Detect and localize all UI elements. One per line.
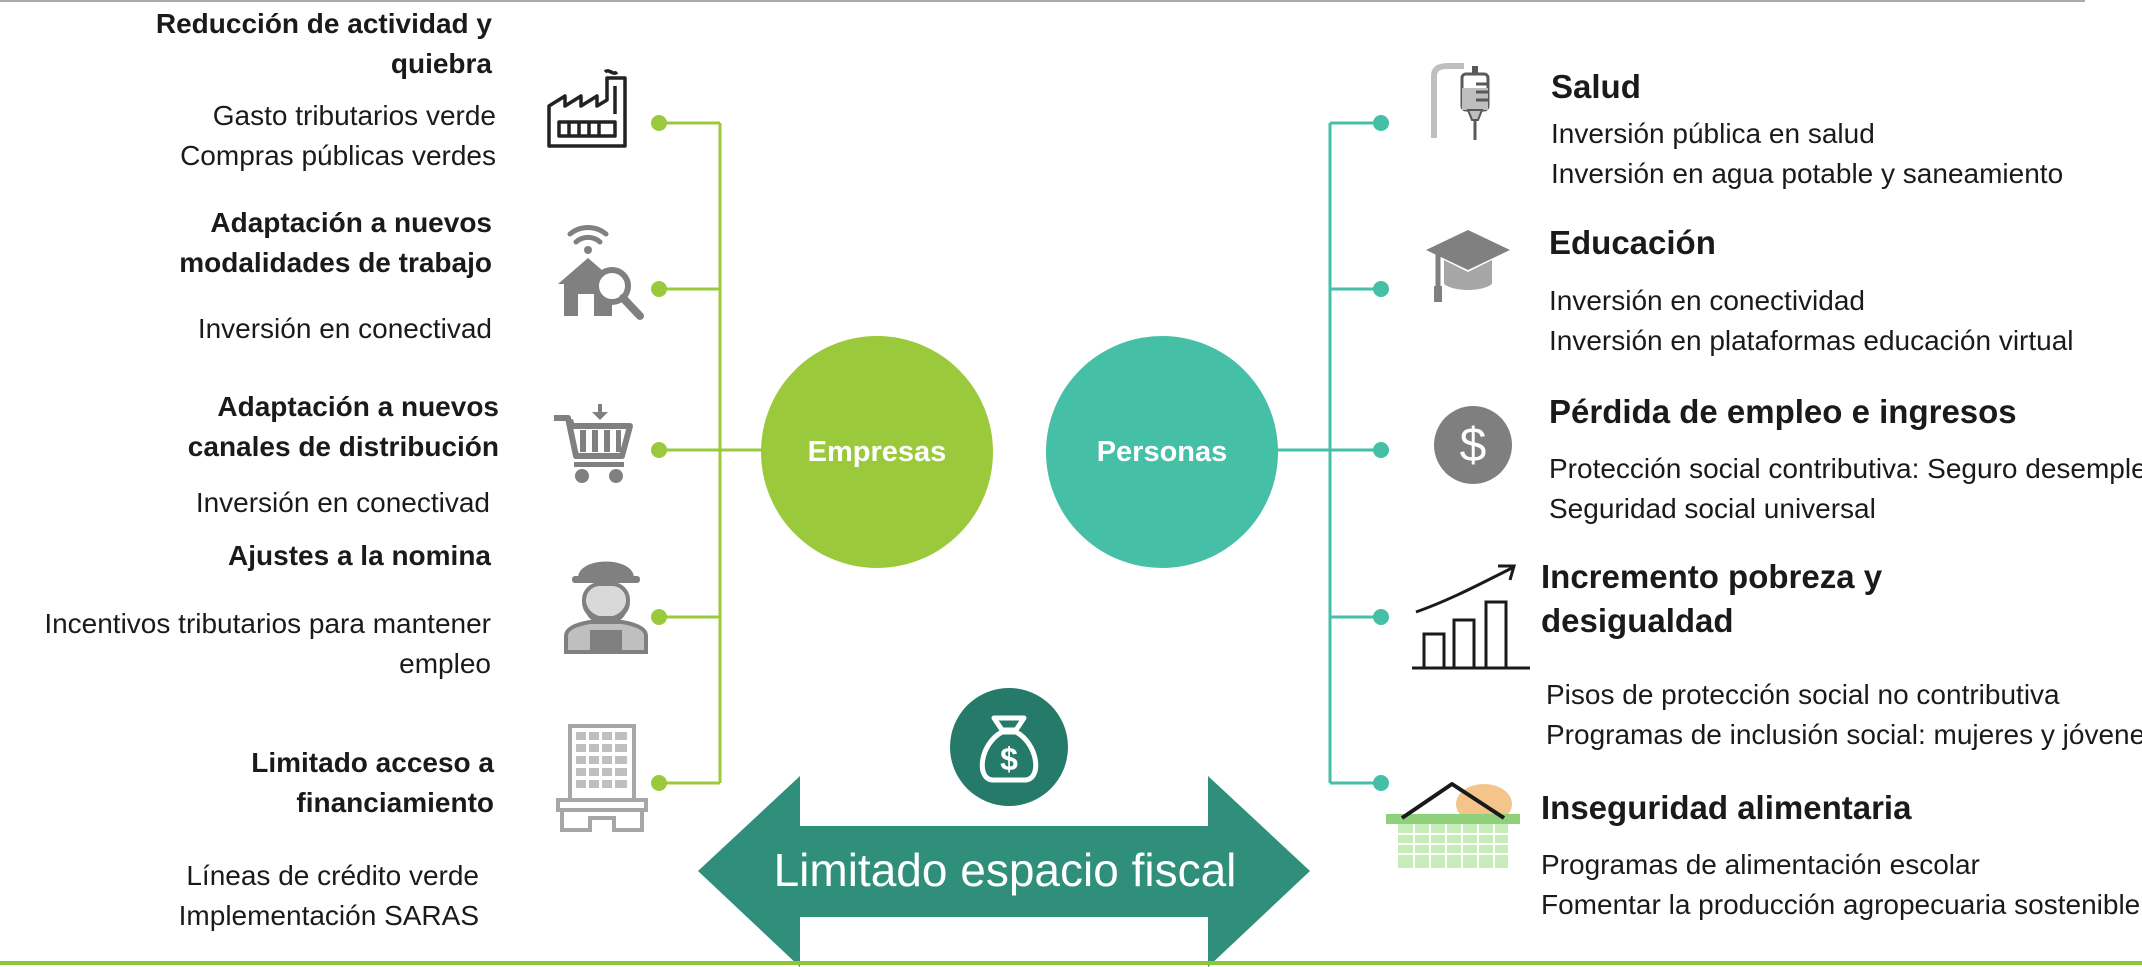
personas-item-5-measure-2: Fomentar la producción agropecuaria sost…	[1541, 889, 2141, 920]
worker-icon	[564, 561, 648, 654]
empresas-node-3	[651, 442, 667, 458]
personas-item-3-title: Pérdida de empleo e ingresos	[1549, 393, 2017, 430]
empresas-item-3-title-line-1: Adaptación a nuevos	[217, 391, 499, 422]
personas-node-3	[1373, 442, 1389, 458]
empresas-item-4-measures: Incentivos tributarios para mantener emp…	[0, 604, 491, 684]
empresas-node-2	[651, 281, 667, 297]
personas-item-4-title-line-2: desigualdad	[1541, 602, 1734, 639]
svg-text:$: $	[1000, 741, 1018, 777]
personas-item-1-measure-1: Inversión pública en salud	[1551, 118, 1875, 149]
bottom-rule	[0, 961, 2142, 965]
personas-item-2-measure-1: Inversión en conectividad	[1549, 285, 1865, 316]
personas-item-1-title: Salud	[1551, 68, 1641, 105]
empresas-item-2-measure-1: Inversión en conectivad	[197, 313, 492, 344]
empresas-item-5-measures: Líneas de crédito verde Implementación S…	[0, 856, 479, 936]
factory-icon	[547, 69, 627, 148]
empresas-item-4-title: Ajustes a la nomina	[0, 536, 491, 576]
empresas-item-5-title-line-1: Limitado acceso a	[251, 747, 494, 778]
empresas-item-1-title: Reducción de actividad y quiebra	[0, 4, 492, 84]
empresas-node-5	[651, 775, 667, 791]
empresas-item-5-title: Limitado acceso a financiamiento	[0, 743, 494, 823]
empresas-item-4-measure-2: empleo	[399, 648, 491, 679]
empresas-item-3-measure-1: Inversión en conectivad	[195, 487, 490, 518]
personas-item-4-measure-2: Programas de inclusión social: mujeres y…	[1546, 719, 2142, 750]
personas-item-1-measures: Inversión pública en salud Inversión en …	[1551, 114, 2063, 194]
personas-label: Personas	[1096, 435, 1228, 468]
empresas-item-2-title-line-1: Adaptación a nuevos	[210, 207, 492, 238]
empresas-item-2-title-line-2: modalidades de trabajo	[179, 247, 492, 278]
personas-item-1-measure-2: Inversión en agua potable y saneamiento	[1551, 158, 2064, 189]
personas-item-5-measures: Programas de alimentación escolar Foment…	[1541, 845, 2140, 925]
empresas-item-5-measure-1: Líneas de crédito verde	[186, 860, 479, 891]
office-building-icon	[556, 724, 648, 832]
empresas-label: Empresas	[807, 435, 947, 468]
empresas-item-5-measure-2: Implementación SARAS	[178, 900, 479, 931]
personas-item-2-title: Educación	[1549, 224, 1716, 261]
personas-item-2-measures: Inversión en conectividad Inversión en p…	[1549, 281, 2074, 361]
personas-item-3-measure-2: Seguridad social universal	[1549, 493, 1876, 524]
iv-drip-icon	[1431, 63, 1490, 140]
personas-node-2	[1373, 281, 1389, 297]
home-search-icon	[558, 225, 644, 320]
personas-item-2-measure-2: Inversión en plataformas educación virtu…	[1549, 325, 2074, 356]
money-bag-icon: $	[950, 688, 1068, 806]
personas-node-1	[1373, 115, 1389, 131]
dollar-coin-icon: $	[1434, 406, 1512, 484]
personas-item-4-measures: Pisos de protección social no contributi…	[1546, 675, 2142, 755]
fiscal-label: Limitado espacio fiscal	[773, 844, 1237, 896]
empresas-item-3-title-line-2: canales de distribución	[187, 431, 499, 462]
personas-circle: Personas	[1046, 336, 1278, 568]
top-rule	[0, 0, 2085, 2]
empresas-item-1-title-line-1: Reducción de actividad y	[155, 8, 492, 39]
personas-item-5-measure-1: Programas de alimentación escolar	[1541, 849, 1980, 880]
personas-item-4-title: Incremento pobreza y desigualdad	[1541, 555, 1882, 643]
graduation-cap-icon	[1426, 230, 1510, 302]
svg-text:$: $	[1460, 419, 1487, 472]
empresas-item-3-measures: Inversión en conectivad	[0, 483, 490, 523]
empresas-item-5-title-line-2: financiamiento	[296, 787, 494, 818]
empresas-item-1-measures: Gasto tributarios verde Compras públicas…	[0, 96, 496, 176]
empresas-item-1-measure-2: Compras públicas verdes	[180, 140, 496, 171]
personas-item-3-measure-1: Protección social contributiva: Seguro d…	[1549, 453, 2142, 484]
empresas-item-1-title-line-2: quiebra	[390, 48, 492, 79]
personas-item-4-measure-1: Pisos de protección social no contributi…	[1546, 679, 2060, 710]
personas-item-3-measures: Protección social contributiva: Seguro d…	[1549, 449, 2142, 529]
empresas-item-1-measure-1: Gasto tributarios verde	[212, 100, 496, 131]
empresas-node-4	[651, 609, 667, 625]
personas-node-4	[1373, 609, 1389, 625]
personas-item-4-title-line-1: Incremento pobreza y	[1541, 558, 1883, 595]
empresas-item-4-measure-1: Incentivos tributarios para mantener	[44, 608, 491, 639]
shopping-cart-icon	[554, 404, 633, 483]
growth-chart-icon	[1412, 564, 1530, 670]
fiscal-double-arrow	[698, 776, 1310, 967]
personas-node-5	[1373, 775, 1389, 791]
empresas-circle: Empresas	[761, 336, 993, 568]
empresas-node-1	[651, 115, 667, 131]
food-basket-icon	[1386, 782, 1520, 868]
empresas-item-2-measures: Inversión en conectivad	[0, 309, 492, 349]
empresas-item-2-title: Adaptación a nuevos modalidades de traba…	[0, 203, 492, 283]
empresas-item-4-title-line-1: Ajustes a la nomina	[228, 540, 491, 571]
empresas-item-3-title: Adaptación a nuevos canales de distribuc…	[0, 387, 499, 467]
personas-item-5-title: Inseguridad alimentaria	[1541, 789, 1912, 826]
